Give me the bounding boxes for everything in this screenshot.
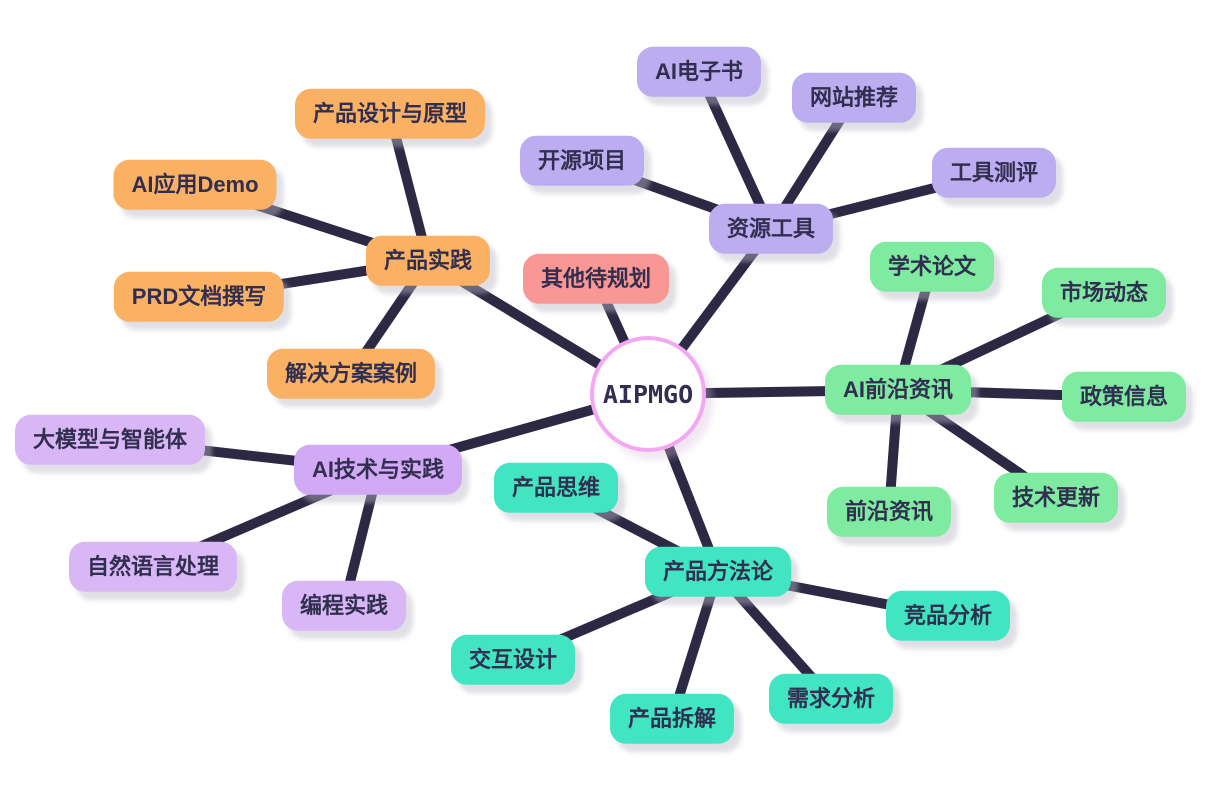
node-product-teardown[interactable]: 产品拆解 bbox=[609, 693, 735, 745]
node-llm-agents[interactable]: 大模型与智能体 bbox=[14, 414, 206, 466]
node-interaction-design[interactable]: 交互设计 bbox=[450, 634, 576, 686]
node-product-practice[interactable]: 产品实践 bbox=[365, 235, 491, 287]
node-requirement-analysis[interactable]: 需求分析 bbox=[768, 673, 894, 725]
node-other-to-plan[interactable]: 其他待规划 bbox=[522, 253, 670, 305]
node-market-trends[interactable]: 市场动态 bbox=[1041, 267, 1167, 319]
node-ai-app-demo[interactable]: AI应用Demo bbox=[113, 159, 277, 211]
node-open-source-projects[interactable]: 开源项目 bbox=[519, 135, 645, 187]
node-website-recommendations[interactable]: 网站推荐 bbox=[791, 72, 917, 124]
node-policy-info[interactable]: 政策信息 bbox=[1061, 371, 1187, 423]
node-ai-frontier-news[interactable]: AI前沿资讯 bbox=[824, 364, 972, 416]
node-prd-writing[interactable]: PRD文档撰写 bbox=[113, 271, 285, 323]
node-resources-tools[interactable]: 资源工具 bbox=[708, 203, 834, 255]
node-ai-ebooks[interactable]: AI电子书 bbox=[636, 46, 762, 98]
edge-line bbox=[694, 69, 776, 232]
node-coding-practice[interactable]: 编程实践 bbox=[281, 580, 407, 632]
node-ai-tech-practice[interactable]: AI技术与实践 bbox=[293, 444, 463, 496]
node-tool-reviews[interactable]: 工具测评 bbox=[931, 147, 1057, 199]
node-competitor-analysis[interactable]: 竞品分析 bbox=[885, 590, 1011, 642]
node-nlp[interactable]: 自然语言处理 bbox=[68, 541, 238, 593]
node-frontier-news[interactable]: 前沿资讯 bbox=[826, 486, 952, 538]
node-product-design-prototype[interactable]: 产品设计与原型 bbox=[294, 88, 486, 140]
node-academic-papers[interactable]: 学术论文 bbox=[869, 241, 995, 293]
node-product-methodology[interactable]: 产品方法论 bbox=[644, 546, 792, 598]
node-tech-updates[interactable]: 技术更新 bbox=[993, 472, 1119, 524]
node-product-thinking[interactable]: 产品思维 bbox=[493, 462, 619, 514]
node-root[interactable]: AIPMGO bbox=[590, 336, 706, 452]
node-solution-cases[interactable]: 解决方案案例 bbox=[266, 348, 436, 400]
